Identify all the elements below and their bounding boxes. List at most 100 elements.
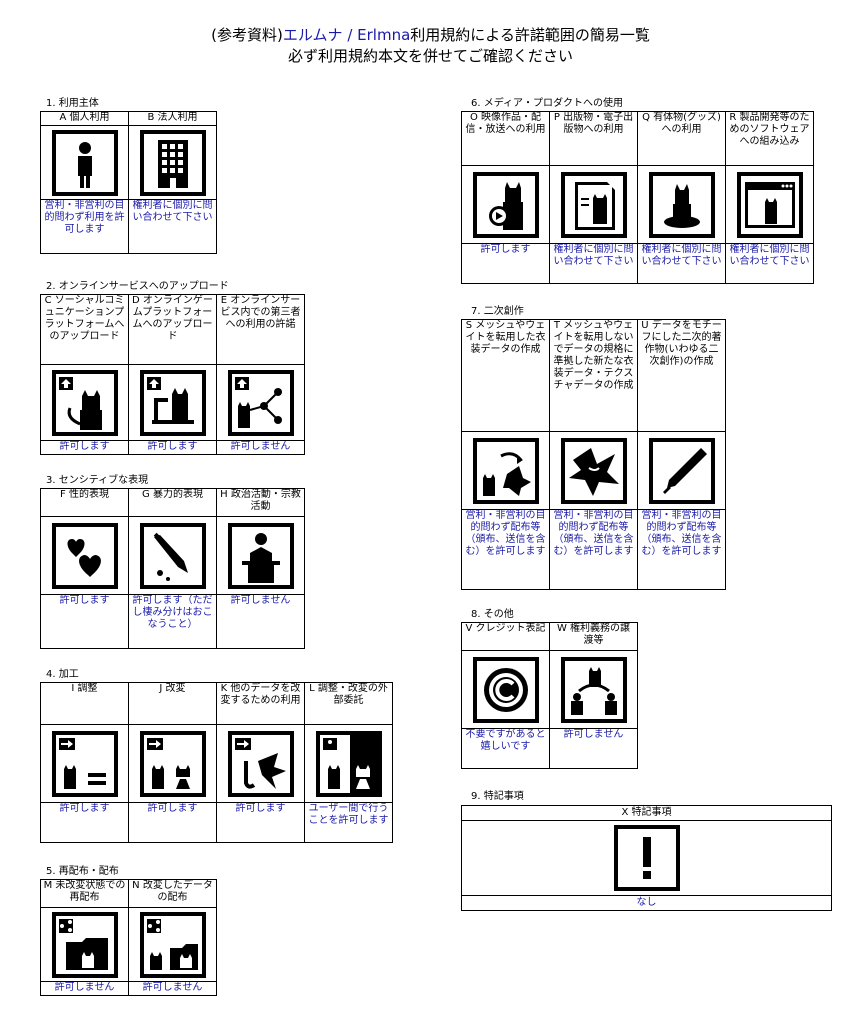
- permission-text: 許可します: [216, 802, 305, 843]
- exclamation-icon: [613, 825, 680, 891]
- permission-text: なし: [636, 897, 657, 908]
- item-label: Q 有体物(グッズ)への利用: [637, 111, 726, 166]
- pictogram-cell: [40, 907, 129, 982]
- section-derivative-works: 7. 二次創作 S メッシュやウェイトを転用した衣装データの作成 T メッシュや…: [461, 305, 726, 590]
- goods-icon: [648, 171, 715, 238]
- pen-icon: [648, 437, 715, 504]
- section-media-product: 6. メディア・プロダクトへの使用 O 映像作品・配信・放送への利用 P 出版物…: [461, 97, 814, 284]
- item-label: V クレジット表記: [461, 622, 550, 651]
- section-title: 5. 再配布・配布: [46, 866, 119, 877]
- special-notes-box: X 特記事項 なし: [461, 805, 832, 911]
- title-prefix: (参考資料): [211, 26, 283, 44]
- section-title: 3. センシティブな表現: [46, 475, 149, 486]
- permission-text: 許可します（ただし棲み分けはおこなうこと）: [128, 594, 217, 649]
- pictogram-cell: [128, 907, 217, 982]
- item-label: U データをモチーフにした二次的著作物(いわゆる二次創作)の作成: [637, 319, 726, 432]
- pictogram-cell: [128, 364, 217, 441]
- pictogram-cell: [549, 650, 638, 729]
- item-label: F 性的表現: [40, 488, 129, 517]
- permission-text: 営利・非営利の目的問わず配布等（頒布、送信を含む）を許可します: [549, 509, 638, 590]
- permission-text: 権利者に個別に問い合わせて下さい: [549, 243, 638, 284]
- section-other: 8. その他 V クレジット表記 W 権利義務の譲渡等 不要ですがあると嬉しいで…: [461, 608, 638, 769]
- modified-distribute-icon: [139, 911, 206, 978]
- title-suffix: 利用規約による許諾範囲の簡易一覧: [410, 26, 650, 44]
- pictogram-cell: [128, 125, 217, 200]
- section-title: 6. メディア・プロダクトへの使用: [471, 98, 624, 109]
- permission-table: S メッシュやウェイトを転用した衣装データの作成 T メッシュやウェイトを転用し…: [461, 319, 726, 590]
- video-icon: [472, 171, 539, 238]
- section-processing: 4. 加工 I 調整 J 改変 K 他のデータを改変するための利用 L 調整・改…: [40, 668, 393, 843]
- document-title: (参考資料)エルムナ / Erlmna利用規約による許諾範囲の簡易一覧: [0, 24, 861, 45]
- section-special-notes: 9. 特記事項: [461, 790, 524, 804]
- share-third-party-icon: [227, 369, 294, 436]
- knife-icon: [139, 522, 206, 589]
- permission-text: 権利者に個別に問い合わせて下さい: [637, 243, 726, 284]
- person-icon: [51, 129, 118, 196]
- pictogram-cell: [725, 165, 814, 244]
- redistribute-icon: [51, 911, 118, 978]
- derive-icon: [227, 730, 294, 797]
- item-label: T メッシュやウェイトを転用しないでデータの規格に準拠した新たな衣装データ・テク…: [549, 319, 638, 432]
- pictogram-cell: [637, 431, 726, 510]
- permission-text: 許可します: [40, 440, 129, 455]
- building-icon: [139, 129, 206, 196]
- permission-text: 許可しません: [549, 728, 638, 769]
- pictogram-cell: [216, 724, 305, 803]
- permission-table: I 調整 J 改変 K 他のデータを改変するための利用 L 調整・改変の外部委託: [40, 682, 393, 843]
- permission-text: 許可します: [40, 802, 129, 843]
- pictogram-cell: [40, 364, 129, 441]
- document-subtitle: 必ず利用規約本文を併せてご確認ください: [287, 47, 573, 65]
- transfer-icon: [560, 656, 627, 723]
- fabric-icon: [560, 437, 627, 504]
- item-label: A 個人利用: [40, 111, 129, 126]
- permission-text: 権利者に個別に問い合わせて下さい: [725, 243, 814, 284]
- pictogram-cell: [128, 516, 217, 595]
- section-title: 1. 利用主体: [46, 98, 99, 109]
- permission-table: V クレジット表記 W 権利義務の譲渡等 不要ですがあると嬉しいです 許可しませ…: [461, 622, 638, 769]
- item-label: M 未改変状態での再配布: [40, 879, 129, 908]
- pictogram-cell: [461, 165, 550, 244]
- modify-icon: [139, 730, 206, 797]
- section-title: 4. 加工: [46, 669, 79, 680]
- permission-text: 許可しません: [216, 594, 305, 649]
- item-label: N 改変したデータの配布: [128, 879, 217, 908]
- permission-text: ユーザー間で行うことを許可します: [304, 802, 393, 843]
- pictogram-cell: [637, 165, 726, 244]
- item-label: X 特記事項: [462, 806, 831, 821]
- item-label: E オンラインサービス内での第三者への利用の許諾: [216, 294, 305, 365]
- pictogram-cell: [40, 125, 129, 200]
- item-label: B 法人利用: [128, 111, 217, 126]
- pictogram-cell: [128, 724, 217, 803]
- permission-table: F 性的表現 G 暴力的表現 H 政治活動・宗教活動 許可します: [40, 488, 305, 649]
- pictogram-cell: [216, 516, 305, 595]
- permission-text: 許可しません: [216, 440, 305, 455]
- permission-table: M 未改変状態での再配布 N 改変したデータの配布 許可しません 許可しません: [40, 879, 217, 996]
- adjust-icon: [51, 730, 118, 797]
- permission-text: 許可します: [40, 594, 129, 649]
- upload-game-icon: [139, 369, 206, 436]
- permission-text: 営利・非営利の目的問わず利用を許可します: [40, 199, 129, 254]
- permission-table: C ソーシャルコミュニケーションプラットフォームへのアップロード D オンライン…: [40, 294, 305, 455]
- costume-icon: [472, 437, 539, 504]
- item-label: P 出版物・電子出版物への利用: [549, 111, 638, 166]
- hearts-icon: [51, 522, 118, 589]
- permission-text: 許可します: [128, 802, 217, 843]
- pictogram-cell: [549, 165, 638, 244]
- permission-text: 許可します: [461, 243, 550, 284]
- permission-text: 営利・非営利の目的問わず配布等（頒布、送信を含む）を許可します: [461, 509, 550, 590]
- product-link[interactable]: エルムナ / Erlmna: [282, 26, 411, 44]
- software-icon: [736, 171, 803, 238]
- copyright-icon: [472, 656, 539, 723]
- permission-text: 許可しません: [40, 981, 129, 996]
- pictogram-cell: [40, 516, 129, 595]
- permission-text: 営利・非営利の目的問わず配布等（頒布、送信を含む）を許可します: [637, 509, 726, 590]
- outsource-icon: [315, 730, 382, 797]
- section-title: 7. 二次創作: [471, 306, 524, 317]
- section-online-upload: 2. オンラインサービスへのアップロード C ソーシャルコミュニケーションプラッ…: [40, 280, 305, 455]
- item-label: W 権利義務の譲渡等: [549, 622, 638, 651]
- item-label: L 調整・改変の外部委託: [304, 682, 393, 725]
- pictogram-cell: [216, 364, 305, 441]
- item-label: S メッシュやウェイトを転用した衣装データの作成: [461, 319, 550, 432]
- item-label: D オンラインゲームプラットフォームへのアップロード: [128, 294, 217, 365]
- item-label: J 改変: [128, 682, 217, 725]
